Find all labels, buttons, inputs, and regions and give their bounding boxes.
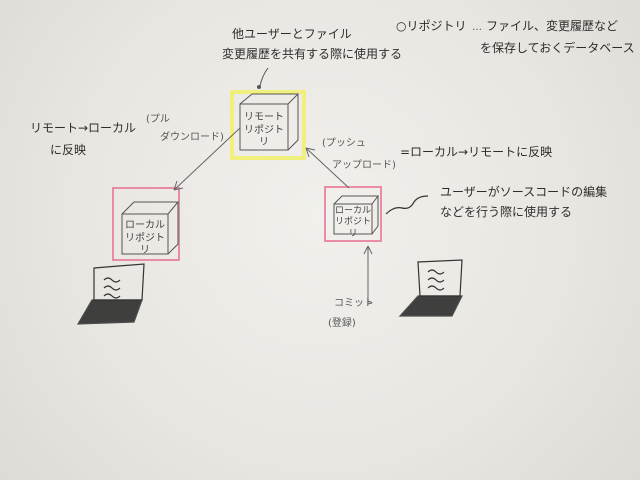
remote-repo-label-1: リモート — [244, 112, 284, 123]
local-right-repo-label-2: リポジトリ — [334, 217, 371, 239]
pull-effect-1: リモート→ローカル — [30, 121, 137, 135]
local-left-highlight — [112, 187, 180, 261]
local-right-cube-icon — [333, 195, 379, 235]
remote-cube-icon — [239, 93, 300, 151]
local-right-note-pointer — [385, 195, 429, 215]
push-effect: =ローカル→リモートに反映 — [400, 145, 553, 159]
local-left-repo-label-2: リポジトリ — [125, 232, 165, 257]
local-right-highlight — [324, 186, 382, 242]
pull-name-2: ダウンロード) — [160, 132, 224, 143]
push-arrow — [305, 147, 350, 189]
commit-label-1: コミット — [334, 298, 374, 309]
local-left-repo-label-1: ローカル — [125, 220, 165, 231]
commit-label-2: (登録) — [328, 318, 356, 329]
remote-repo-label: リモート リポジトリ — [240, 112, 288, 150]
remote-highlight — [230, 90, 306, 160]
remote-note-2: 変更履歴を共有する際に使用する — [222, 47, 403, 61]
local-right-repo-label: ローカル リポジトリ — [332, 206, 374, 240]
local-right-note-2: などを行う際に使用する — [440, 205, 573, 219]
remote-note-pointer — [259, 67, 269, 87]
pull-name-1: (プル — [146, 114, 170, 125]
repository-term: ○リポジトリ — [396, 19, 467, 33]
repository-ellipsis: … — [472, 22, 482, 33]
laptop-right-icon — [398, 259, 463, 317]
pull-arrow — [173, 127, 241, 191]
push-name-1: (プッシュ — [322, 138, 366, 149]
local-left-repo-label: ローカル リポジトリ — [122, 220, 168, 258]
local-right-repo-label-1: ローカル — [334, 206, 371, 216]
remote-note-1: 他ユーザーとファイル — [232, 27, 352, 41]
push-name-2: アップロード) — [332, 160, 396, 171]
local-right-note-1: ユーザーがソースコードの編集 — [440, 185, 608, 199]
commit-arrow — [363, 245, 373, 305]
pull-effect-2: に反映 — [50, 143, 87, 157]
repository-description-2: を保存しておくデータベース — [480, 41, 635, 55]
repository-description-1: ファイル、変更履歴など — [486, 19, 619, 33]
remote-repo-label-2: リポジトリ — [244, 124, 284, 149]
local-left-cube-icon — [121, 201, 180, 255]
laptop-left-icon — [76, 263, 145, 325]
